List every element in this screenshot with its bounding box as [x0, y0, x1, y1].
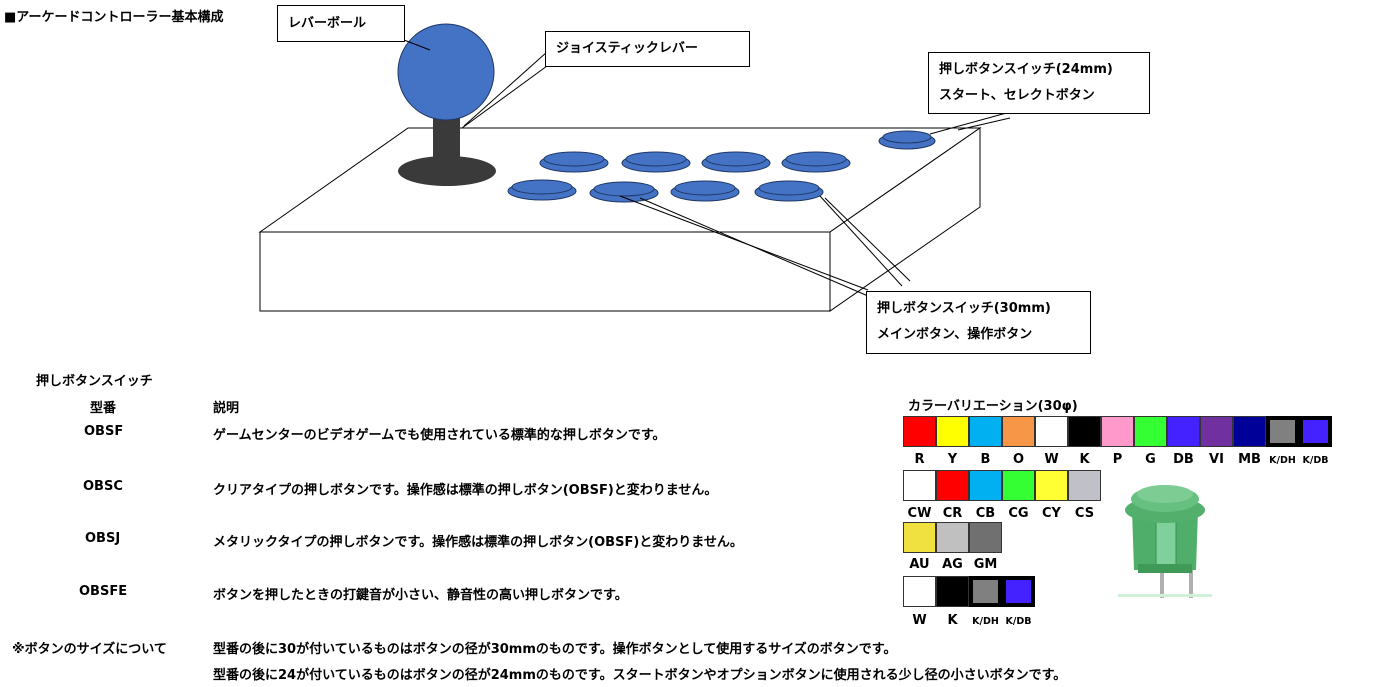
swatch-label-obsf-10: MB [1238, 452, 1261, 467]
swatch-label-obsfe-3: K/DB [1005, 616, 1032, 627]
swatch-obsf-1 [936, 416, 969, 447]
swatch-obsc-2 [969, 470, 1002, 501]
buttons-30mm-back-row [539, 151, 851, 173]
case-front [259, 231, 831, 312]
swatch-obsc-5 [1068, 470, 1101, 501]
button-photo [1118, 485, 1212, 598]
swatch-label-obsc-0: CW [907, 506, 932, 521]
swatch-label-obsf-0: R [914, 452, 925, 467]
model-obsf: OBSF [84, 424, 124, 439]
lever-ball [397, 23, 495, 121]
swatch-obsf-12 [1299, 416, 1332, 447]
color-variation-title: カラーバリエーション(30φ) [908, 399, 1078, 414]
swatch-obsf-5 [1068, 416, 1101, 447]
description-obsj: メタリックタイプの押しボタンです。操作感は標準の押しボタン(OBSF)と変わりま… [213, 535, 743, 550]
case-side [829, 127, 981, 312]
swatch-row-obsc [903, 470, 1101, 501]
swatch-label-obsj-2: GM [973, 557, 998, 572]
callout-lever-ball: レバーボール [277, 5, 405, 42]
swatch-obsj-2 [969, 522, 1002, 553]
swatch-label-obsf-4: W [1044, 452, 1059, 467]
callout-joystick-lever: ジョイスティックレバー [545, 31, 750, 67]
swatch-obsc-4 [1035, 470, 1068, 501]
description-obsfe: ボタンを押したときの打鍵音が小さい、静音性の高い押しボタンです。 [213, 588, 628, 603]
swatch-obsf-3 [1002, 416, 1035, 447]
swatch-label-obsf-6: P [1112, 452, 1123, 467]
swatch-label-obsc-5: CS [1074, 506, 1095, 521]
swatch-label-obsc-3: CG [1008, 506, 1029, 521]
model-obsfe: OBSFE [79, 584, 128, 599]
section-title: 押しボタンスイッチ [36, 374, 153, 389]
swatch-label-obsf-11: K/DH [1269, 455, 1296, 466]
swatch-obsf-11 [1266, 416, 1299, 447]
swatch-obsfe-2 [969, 576, 1002, 607]
model-obsc: OBSC [83, 479, 123, 494]
swatch-obsj-0 [903, 522, 936, 553]
swatch-label-obsc-4: CY [1042, 506, 1061, 521]
swatch-label-obsf-3: O [1012, 452, 1025, 467]
size-note-label: ※ボタンのサイズについて [12, 642, 167, 657]
callout-button-24mm-usage: スタート、セレクトボタン [939, 88, 1095, 103]
swatch-obsf-9 [1200, 416, 1233, 447]
description-obsc: クリアタイプの押しボタンです。操作感は標準の押しボタン(OBSF)と変わりません… [213, 483, 718, 498]
swatch-label-obsj-0: AU [909, 557, 930, 572]
swatch-label-obsf-1: Y [947, 452, 958, 467]
swatch-obsfe-0 [903, 576, 936, 607]
swatch-obsf-6 [1101, 416, 1134, 447]
swatch-obsf-10 [1233, 416, 1266, 447]
callout-button-24mm-title: 押しボタンスイッチ(24mm) [939, 62, 1113, 77]
callout-button-24mm: 押しボタンスイッチ(24mm) スタート、セレクトボタン [928, 52, 1150, 114]
swatch-label-obsf-8: DB [1173, 452, 1194, 467]
swatch-obsf-0 [903, 416, 936, 447]
swatch-row-obsj [903, 522, 1002, 553]
description-obsf: ゲームセンターのビデオゲームでも使用されている標準的な押しボタンです。 [213, 428, 666, 443]
button-24mm-start [878, 130, 936, 150]
swatch-row-obsf [903, 416, 1332, 447]
swatch-label-obsc-2: CB [975, 506, 996, 521]
swatch-label-obsf-2: B [980, 452, 991, 467]
swatch-label-obsf-7: G [1145, 452, 1156, 467]
swatch-obsc-1 [936, 470, 969, 501]
swatch-label-obsfe-0: W [912, 613, 927, 628]
buttons-30mm-front-row [507, 179, 824, 203]
swatch-obsj-1 [936, 522, 969, 553]
column-header-model: 型番 [90, 401, 117, 416]
size-note-30mm: 型番の後に30が付いているものはボタンの径が30mmのものです。操作ボタンとして… [213, 642, 897, 657]
swatch-label-obsfe-1: K [947, 613, 958, 628]
leader-lines [403, 39, 1011, 297]
size-note-24mm: 型番の後に24が付いているものはボタンの径が24mmのものです。スタートボタンや… [213, 668, 1067, 683]
swatch-obsc-0 [903, 470, 936, 501]
swatch-obsfe-3 [1002, 576, 1035, 607]
page-title: ■アーケードコントローラー基本構成 [4, 10, 224, 25]
callout-button-30mm-title: 押しボタンスイッチ(30mm) [877, 301, 1051, 316]
swatch-label-obsfe-2: K/DH [972, 616, 999, 627]
swatch-label-obsf-5: K [1079, 452, 1090, 467]
swatch-row-obsfe [903, 576, 1035, 607]
swatch-label-obsj-1: AG [942, 557, 963, 572]
callout-button-30mm-usage: メインボタン、操作ボタン [877, 327, 1033, 342]
swatch-label-obsf-12: K/DB [1302, 455, 1329, 466]
swatch-obsfe-1 [936, 576, 969, 607]
callout-button-30mm: 押しボタンスイッチ(30mm) メインボタン、操作ボタン [866, 291, 1091, 354]
swatch-obsf-8 [1167, 416, 1200, 447]
swatch-obsf-2 [969, 416, 1002, 447]
swatch-obsf-7 [1134, 416, 1167, 447]
swatch-label-obsf-9: VI [1209, 452, 1224, 467]
model-obsj: OBSJ [85, 531, 121, 546]
column-header-description: 説明 [213, 401, 240, 416]
swatch-obsf-4 [1035, 416, 1068, 447]
swatch-label-obsc-1: CR [942, 506, 963, 521]
swatch-obsc-3 [1002, 470, 1035, 501]
